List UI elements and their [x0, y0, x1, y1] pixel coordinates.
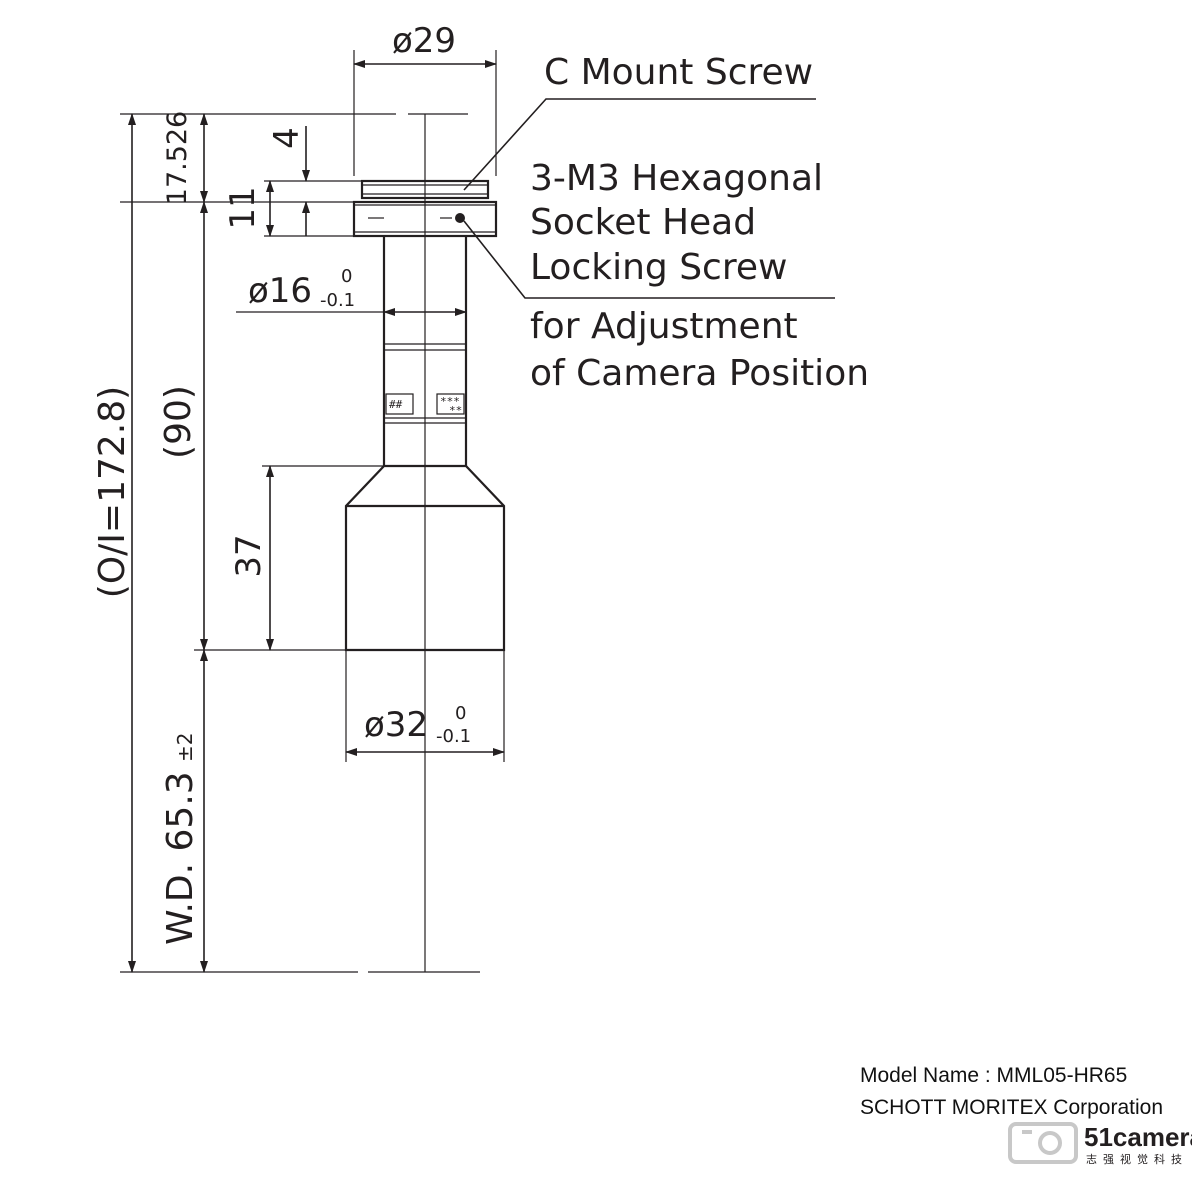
dim-length-37: 37	[229, 534, 269, 577]
dim-diameter-16: ø16	[248, 271, 312, 311]
dim-diameter-32: ø32	[364, 705, 428, 745]
callout-locking-line-2: Socket Head	[530, 202, 756, 243]
callout-locking-line-4: for Adjustment	[530, 306, 798, 347]
dim-diameter-29: ø29	[392, 21, 456, 61]
c-mount-leader	[463, 98, 816, 191]
marking-right-text-bottom: **	[449, 404, 462, 417]
model-name: Model Name : MML05-HR65	[860, 1064, 1128, 1087]
dim-diameter-16-tol-upper: 0	[341, 266, 352, 287]
dim-wd: W.D. 65.3	[160, 771, 201, 945]
lens-barrel	[382, 236, 468, 466]
watermark-tagline: 志强视觉科技	[1086, 1152, 1188, 1166]
locking-screw-icon	[455, 213, 465, 223]
company-name: SCHOTT MORITEX Corporation	[860, 1096, 1164, 1119]
dim-height-4: 4	[267, 127, 307, 149]
dimension-lines	[128, 60, 505, 973]
dim-length-90: (90)	[158, 385, 199, 459]
watermark-camera-icon	[1008, 1122, 1078, 1164]
dim-height-17526: 17.526	[162, 111, 193, 205]
locking-screw-leader	[463, 220, 835, 299]
marking-right-text-top: ***	[440, 395, 460, 408]
callout-locking-line-5: of Camera Position	[530, 353, 869, 394]
dim-diameter-32-tol-lower: -0.1	[436, 726, 471, 747]
dim-height-11: 11	[223, 186, 263, 229]
callout-locking-line-1: 3-M3 Hexagonal	[530, 158, 823, 199]
callout-locking-line-3: Locking Screw	[530, 247, 787, 288]
marking-left-text: ##	[389, 398, 403, 411]
watermark-logo: 51camera 志强视觉科技	[1008, 1122, 1192, 1166]
dim-diameter-32-tol-upper: 0	[455, 703, 466, 724]
dim-oi: (O/I=172.8)	[92, 386, 133, 598]
callout-c-mount: C Mount Screw	[544, 52, 813, 93]
watermark-brand: 51camera	[1084, 1122, 1192, 1152]
title-block: Model Name : MML05-HR65 SCHOTT MORITEX C…	[860, 1060, 1163, 1124]
marking-box-right	[436, 393, 465, 415]
leader-lines	[463, 98, 835, 299]
dim-wd-tolerance: ±2	[173, 733, 197, 762]
marking-box-left	[385, 393, 414, 415]
dim-diameter-16-tol-lower: -0.1	[320, 290, 355, 311]
